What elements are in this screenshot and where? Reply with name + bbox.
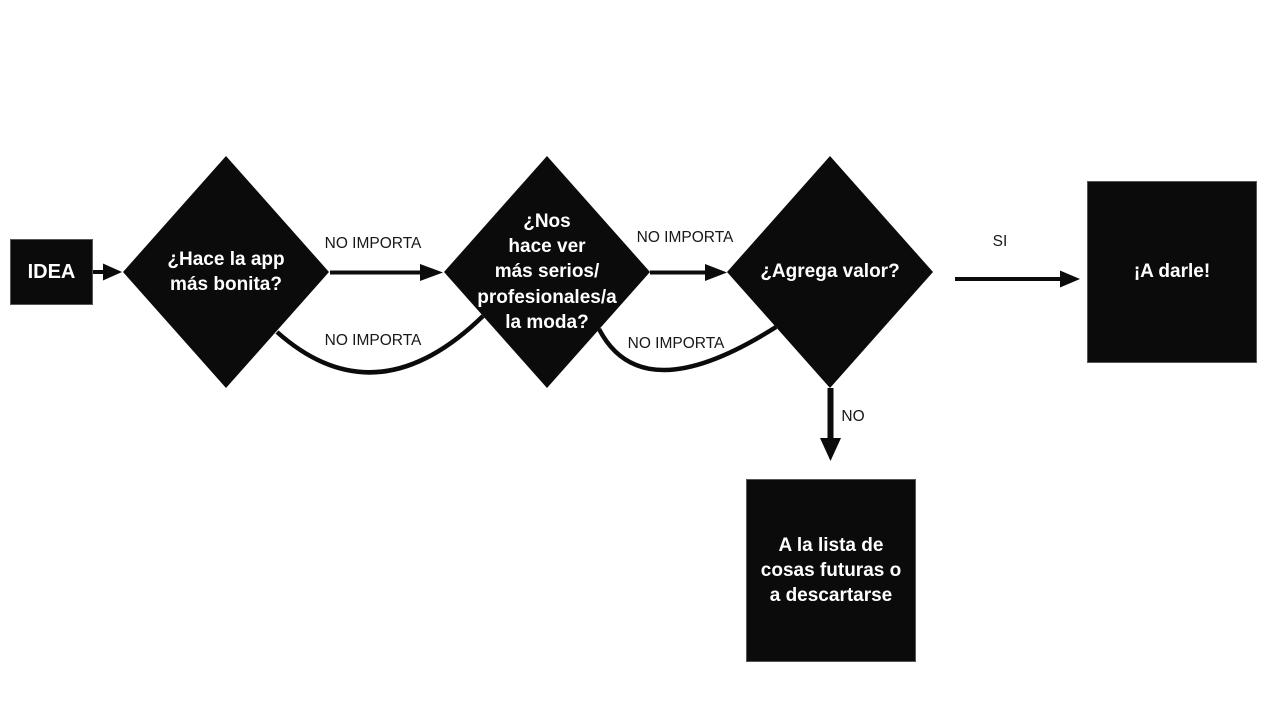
edge-label-si: SI bbox=[992, 233, 1008, 250]
decision-diamond-professional-label: ¿Nos hace ver más serios/ profesionales/… bbox=[477, 211, 617, 333]
curve-q1-to-q2 bbox=[275, 314, 485, 375]
outcome-box-backlog: A la lista de cosas futuras o a descarta… bbox=[746, 479, 916, 662]
arrow-q3-to-backlog bbox=[820, 388, 841, 461]
arrow-q2-to-q3 bbox=[650, 264, 727, 281]
outcome-box-go-label: ¡A darle! bbox=[1133, 261, 1211, 283]
edge-label-q1-q2-top: NO IMPORTA bbox=[324, 235, 422, 252]
edge-label-q1-q2-bottom: NO IMPORTA bbox=[324, 332, 422, 349]
decision-diamond-prettier-label: ¿Hace la app más bonita? bbox=[167, 248, 285, 295]
start-box-idea-label: IDEA bbox=[27, 260, 76, 283]
arrow-q1-to-q2 bbox=[330, 264, 443, 281]
start-box-idea: IDEA bbox=[10, 239, 93, 305]
edge-label-no: NO bbox=[841, 408, 865, 425]
outcome-box-go: ¡A darle! bbox=[1087, 181, 1257, 363]
edge-label-q2-q3-top: NO IMPORTA bbox=[636, 229, 734, 246]
edge-label-q2-q3-bottom: NO IMPORTA bbox=[627, 335, 725, 352]
arrow-q3-to-go bbox=[955, 270, 1080, 288]
outcome-box-backlog-label: A la lista de cosas futuras o a descarta… bbox=[760, 534, 902, 607]
curve-q2-to-q3 bbox=[597, 325, 778, 373]
arrow-idea-to-q1 bbox=[92, 263, 122, 281]
decision-diamond-adds-value-label: ¿Agrega valor? bbox=[760, 261, 900, 283]
